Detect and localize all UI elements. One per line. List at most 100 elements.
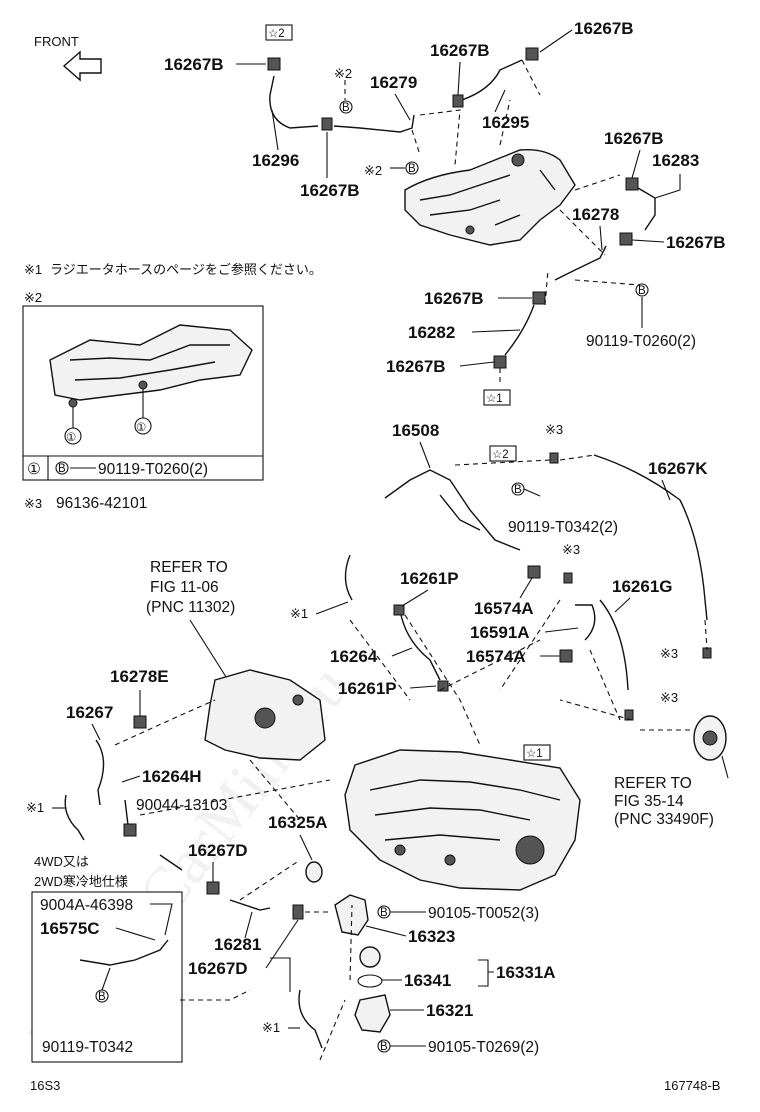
label-16264: 16264 — [330, 647, 378, 666]
label-16295: 16295 — [482, 113, 529, 132]
svg-text:☆2: ☆2 — [492, 449, 509, 461]
pipe-16278 — [554, 245, 607, 281]
svg-text:☆1: ☆1 — [486, 393, 503, 405]
gasket-16325A — [305, 861, 323, 883]
engine-block-drawing — [344, 749, 581, 891]
inset-callout-1: ① — [64, 427, 82, 445]
thermostat-16331A-drawing — [359, 946, 381, 968]
label-16267B-f: 16267B — [666, 233, 726, 252]
label-16267B-h: 16267B — [386, 357, 446, 376]
bolt-marker-90105-T0269: B — [377, 1039, 391, 1053]
clip-mid-1 — [549, 452, 559, 464]
front-label: FRONT — [34, 34, 79, 49]
label-90119-T0260: 90119-T0260(2) — [586, 333, 696, 350]
clamp-16267B-f — [619, 232, 633, 246]
box-label-90119-T0342: 90119-T0342 — [42, 1039, 133, 1056]
clamp-16278E — [133, 715, 147, 729]
clamp-16267D-a — [206, 881, 220, 895]
svg-text:B: B — [342, 102, 350, 114]
pipe-16508 — [384, 469, 521, 551]
footer-left-code: 16S3 — [30, 1078, 60, 1093]
refer1-line3: (PNC 11302) — [146, 599, 235, 616]
clamp-16267B-a — [267, 57, 281, 71]
hose-16261G — [599, 599, 629, 691]
pipe-16508-branch — [439, 494, 481, 531]
svg-text:B: B — [98, 991, 106, 1003]
svg-text:B: B — [380, 1041, 388, 1053]
svg-text:B: B — [58, 463, 66, 475]
note1-mark-mid: ※1 — [290, 606, 308, 621]
label-16325A: 16325A — [268, 813, 328, 832]
inset-callout-2: ① — [134, 417, 152, 435]
svg-text:☆2: ☆2 — [268, 28, 285, 40]
box-title-line2: 2WD寒冷地仕様 — [34, 874, 128, 889]
label-16321: 16321 — [426, 1001, 473, 1020]
label-16267D-b: 16267D — [188, 959, 248, 978]
bolt-marker-top-1: B — [339, 100, 353, 114]
hose-16267 — [95, 739, 105, 806]
label-16267B-d: 16267B — [574, 19, 634, 38]
hose-16295 — [461, 59, 523, 101]
hose-16296 — [269, 75, 319, 129]
label-16591A: 16591A — [470, 623, 530, 642]
inset-legend-text: 90119-T0260(2) — [98, 461, 208, 478]
svg-text:B: B — [514, 484, 522, 496]
box-title-line1: 4WD又は — [34, 854, 89, 869]
label-16331A: 16331A — [496, 963, 556, 982]
label-16508: 16508 — [392, 421, 439, 440]
inset-bolt-marker: B — [55, 461, 69, 475]
star2-marker-top: ☆2 — [265, 24, 293, 41]
refer1-line2: FIG 11-06 — [150, 579, 219, 596]
label-16574A-a: 16574A — [474, 599, 534, 618]
clamp-16574A-b — [559, 649, 573, 663]
note1-mark-low-2: ※1 — [262, 1020, 280, 1035]
footer-right-code: 167748-B — [664, 1078, 720, 1093]
note2-mark: ※2 — [24, 290, 42, 305]
svg-text:B: B — [380, 907, 388, 919]
vacuum-pump-drawing — [693, 715, 727, 761]
label-16341: 16341 — [404, 971, 451, 990]
svg-text:☆1: ☆1 — [526, 748, 543, 760]
hose-16591A — [575, 604, 596, 641]
pipe-16264H — [124, 799, 129, 826]
label-16323: 16323 — [408, 927, 455, 946]
label-16267: 16267 — [66, 703, 113, 722]
label-16267B-a: 16267B — [164, 55, 224, 74]
bolt-marker-top-3: B — [635, 283, 649, 297]
label-16574A-b: 16574A — [466, 647, 526, 666]
clamp-16267B-b — [321, 117, 333, 131]
label-16267K: 16267K — [648, 459, 708, 478]
label-16267D-a: 16267D — [188, 841, 248, 860]
note3-mark-mid-1: ※3 — [545, 422, 563, 437]
clamp-16267D-b — [292, 904, 304, 920]
refer2-line1: REFER TO — [614, 775, 692, 792]
box-label-9004A-46398: 9004A-46398 — [40, 897, 133, 914]
label-16261P-a: 16261P — [400, 569, 459, 588]
inset-legend-symbol: ① — [27, 461, 41, 478]
label-16279: 16279 — [370, 73, 417, 92]
label-16296: 16296 — [252, 151, 299, 170]
label-16282: 16282 — [408, 323, 455, 342]
hose-note1-mid — [344, 554, 353, 601]
clip-mid-2 — [563, 572, 573, 584]
label-16267B-g: 16267B — [424, 289, 484, 308]
hose-16283 — [637, 187, 656, 231]
label-16278E: 16278E — [110, 667, 169, 686]
hose-16267K — [593, 454, 708, 621]
hose-note1-low-2 — [298, 989, 323, 1049]
timing-cover-drawing — [204, 669, 326, 761]
note3-text: 96136-42101 — [56, 495, 147, 512]
note2-mark-top-2: ※2 — [364, 163, 382, 178]
label-16281: 16281 — [214, 935, 261, 954]
svg-text:B: B — [638, 285, 646, 297]
clamp-16267B-e — [625, 177, 639, 191]
hose-note1-low-1 — [64, 794, 85, 841]
valve-16267D — [159, 854, 183, 871]
note3-mark-mid-3: ※3 — [660, 646, 678, 661]
note2-mark-top-1: ※2 — [334, 66, 352, 81]
note1-text: ラジエータホースのページをご参照ください。 — [50, 262, 322, 277]
hose-16282 — [504, 304, 535, 356]
clamp-16267B-d — [525, 47, 539, 61]
bolt-marker-90105-T0052: B — [377, 905, 391, 919]
